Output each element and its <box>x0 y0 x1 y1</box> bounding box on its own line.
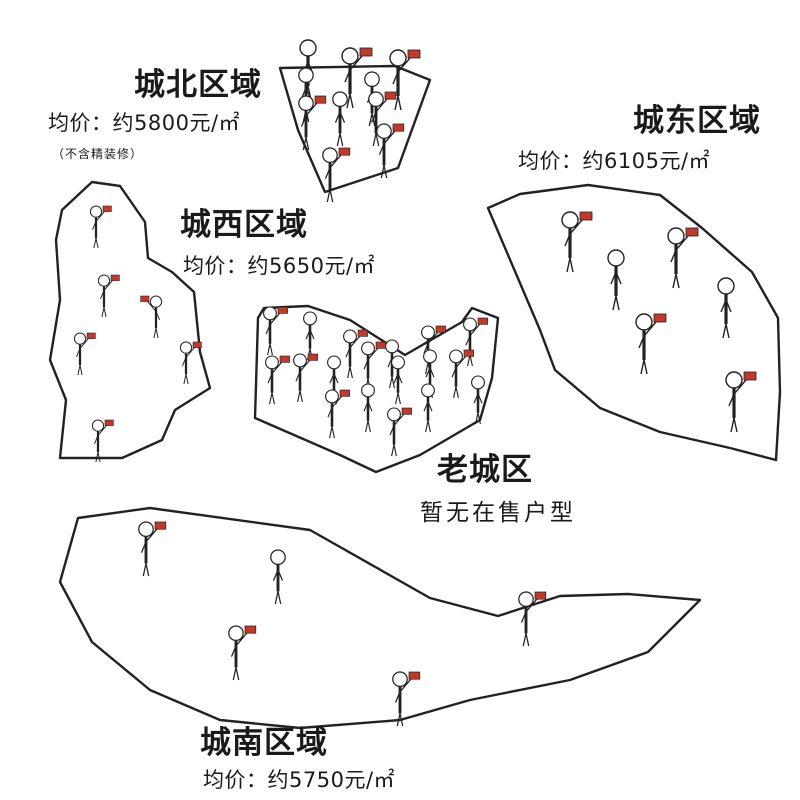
stick-figure-icon <box>303 311 317 361</box>
stick-figure-with-sign-icon <box>325 389 350 439</box>
west-region-outline <box>48 180 212 460</box>
sign-icon <box>685 227 699 237</box>
stick-figure-with-sign-icon <box>343 329 368 379</box>
stick-figure-with-sign-icon <box>725 371 757 433</box>
north-region-outline <box>278 64 432 194</box>
north-district-name: 城北区域 <box>134 67 262 103</box>
stick-figure-icon <box>607 249 625 311</box>
stick-figure-icon <box>471 375 485 425</box>
stick-figure-with-sign-icon <box>341 47 373 109</box>
stick-figure-icon <box>270 549 286 605</box>
stick-figure-icon <box>332 91 348 147</box>
sign-icon <box>102 205 112 212</box>
sign-icon <box>244 625 257 634</box>
south-district-price: 均价：约5750元/㎡ <box>203 768 396 792</box>
stick-figure-icon <box>421 383 435 433</box>
stick-figure-icon <box>361 383 375 433</box>
stick-figure-icon <box>717 277 735 339</box>
old-city-region-outline <box>253 304 500 474</box>
sign-icon <box>314 95 327 104</box>
stick-figure-with-sign-icon <box>138 521 167 577</box>
sign-icon <box>392 123 405 132</box>
sign-icon <box>401 407 412 415</box>
old-city-district-status: 暂无在售户型 <box>420 500 576 526</box>
sign-icon <box>104 419 114 426</box>
stick-figure-icon <box>423 349 437 399</box>
stick-figure-with-sign-icon <box>387 407 412 457</box>
sign-icon <box>375 341 386 349</box>
sign-icon <box>338 147 351 156</box>
people-figures <box>73 39 757 727</box>
stick-figure-with-sign-icon <box>293 353 318 403</box>
stick-figure-with-sign-icon <box>667 227 699 289</box>
sign-icon <box>357 329 368 337</box>
stick-figure-with-sign-icon <box>298 95 327 151</box>
stick-figure-with-sign-icon <box>392 671 421 727</box>
stick-figure-with-sign-icon <box>368 91 397 147</box>
stick-figure-with-sign-icon <box>97 274 120 318</box>
sign-icon <box>477 317 488 325</box>
stick-figure-with-sign-icon <box>518 591 547 647</box>
sign-icon <box>359 47 373 57</box>
stick-figure-with-sign-icon <box>561 211 593 273</box>
north-district-note: （不含精装修） <box>52 147 144 161</box>
sign-icon <box>534 591 547 600</box>
east-district-name: 城东区域 <box>633 103 761 139</box>
stick-figure-with-sign-icon <box>140 295 163 339</box>
east-district-price: 均价：约6105元/㎡ <box>518 149 711 173</box>
stick-figure-with-sign-icon <box>463 317 488 367</box>
sign-icon <box>154 521 167 530</box>
stick-figure-with-sign-icon <box>389 49 421 111</box>
north-district-price: 均价：约5800元/㎡ <box>48 111 241 135</box>
stick-figure-with-sign-icon <box>73 332 96 376</box>
sign-icon <box>579 211 593 221</box>
sign-icon <box>339 389 350 397</box>
east-region-outline <box>486 183 782 462</box>
stick-figure-with-sign-icon <box>89 205 112 249</box>
stick-figure-with-sign-icon <box>449 349 474 399</box>
sign-icon <box>110 274 120 281</box>
stick-figure-with-sign-icon <box>265 355 290 405</box>
stick-figure-icon <box>391 355 405 405</box>
south-region-outline <box>58 506 702 730</box>
sign-icon <box>653 313 667 323</box>
west-district-name: 城西区域 <box>180 207 308 243</box>
sign-icon <box>408 671 421 680</box>
south-district-name: 城南区域 <box>200 725 328 761</box>
sign-icon <box>140 295 150 302</box>
stick-figure-with-sign-icon <box>228 625 257 681</box>
sign-icon <box>192 341 202 348</box>
stick-figure-with-sign-icon <box>91 419 114 463</box>
stick-figure-with-sign-icon <box>635 313 667 375</box>
sign-icon <box>463 349 474 357</box>
sign-icon <box>279 355 290 363</box>
sign-icon <box>277 306 288 314</box>
sign-icon <box>384 91 397 100</box>
sign-icon <box>435 325 446 333</box>
stick-figure-with-sign-icon <box>376 123 405 179</box>
stick-figure-with-sign-icon <box>263 306 288 356</box>
sign-icon <box>743 371 757 381</box>
stick-figure-with-sign-icon <box>322 147 351 203</box>
sign-icon <box>407 49 421 59</box>
stick-figure-with-sign-icon <box>361 341 386 391</box>
old-city-district-name: 老城区 <box>437 452 533 488</box>
sign-icon <box>86 332 96 339</box>
sign-icon <box>307 353 318 361</box>
west-district-price: 均价：约5650元/㎡ <box>183 254 376 278</box>
stick-figure-with-sign-icon <box>179 341 202 385</box>
